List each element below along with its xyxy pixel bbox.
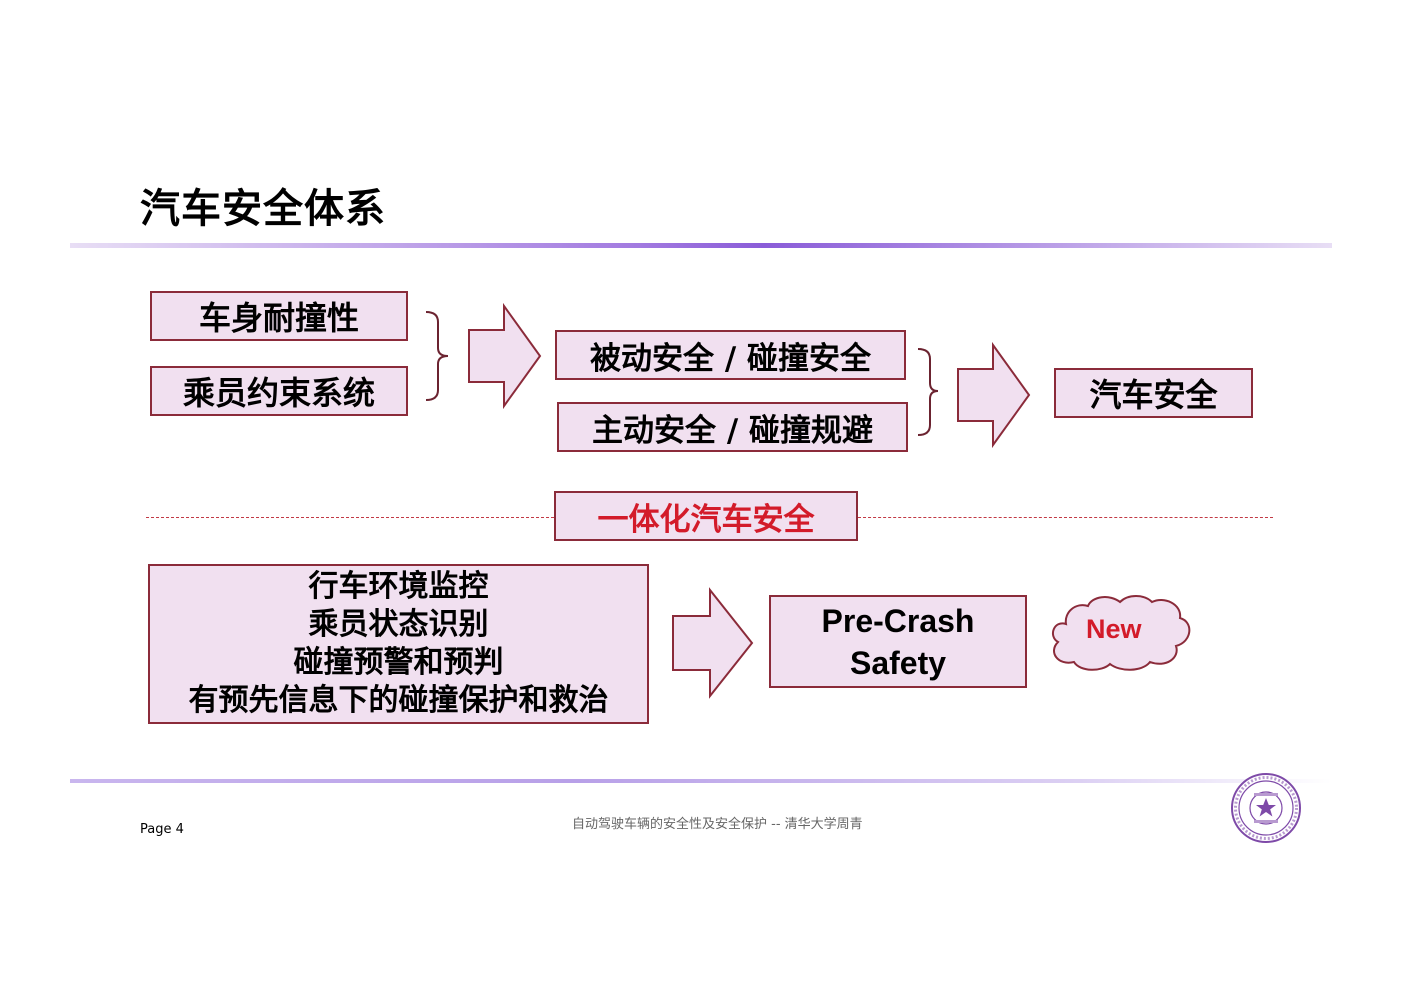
box-passive-safety: 被动安全 / 碰撞安全 — [555, 330, 906, 380]
box-occupant-restraint: 乘员约束系统 — [150, 366, 408, 416]
brace-icon — [917, 348, 939, 436]
box-precrash-functions: 行车环境监控 乘员状态识别 碰撞预警和预判 有预先信息下的碰撞保护和救治 — [148, 564, 649, 724]
integrated-safety-label: 一体化汽车安全 — [554, 491, 858, 541]
box-label: 乘员约束系统 — [182, 374, 375, 412]
list-item: 乘员状态识别 — [308, 607, 489, 642]
bottom-divider — [70, 779, 1332, 783]
precrash-line-2: Safety — [849, 644, 947, 681]
right-arrow-icon — [468, 302, 542, 410]
box-precrash-safety: Pre-Crash Safety — [769, 595, 1027, 688]
brace-icon — [425, 311, 449, 401]
university-seal-icon — [1231, 773, 1301, 843]
right-arrow-icon — [957, 341, 1031, 449]
top-divider — [70, 243, 1332, 248]
right-arrow-icon — [672, 587, 754, 699]
box-vehicle-safety: 汽车安全 — [1054, 368, 1253, 418]
box-label: 被动安全 / 碰撞安全 — [590, 340, 871, 377]
box-active-safety: 主动安全 / 碰撞规避 — [557, 402, 908, 452]
integrated-label-text: 一体化汽车安全 — [597, 501, 815, 538]
precrash-line-1: Pre-Crash — [821, 602, 975, 639]
cloud-icon — [1051, 595, 1191, 671]
box-label: 主动安全 / 碰撞规避 — [592, 412, 873, 449]
list-item: 有预先信息下的碰撞保护和救治 — [188, 683, 609, 718]
list-item: 行车环境监控 — [308, 569, 489, 604]
page-number: Page 4 — [140, 822, 184, 837]
dashed-separator-right — [858, 517, 1273, 518]
new-label: New — [1086, 614, 1142, 644]
box-vehicle-crashworthiness: 车身耐撞性 — [150, 291, 408, 341]
box-label: 车身耐撞性 — [198, 299, 359, 337]
box-label: 汽车安全 — [1089, 376, 1218, 414]
list-item: 碰撞预警和预判 — [293, 645, 504, 680]
footer-caption: 自动驾驶车辆的安全性及安全保护 -- 清华大学周青 — [572, 817, 863, 832]
page-title: 汽车安全体系 — [140, 186, 386, 232]
dashed-separator-left — [146, 517, 554, 518]
